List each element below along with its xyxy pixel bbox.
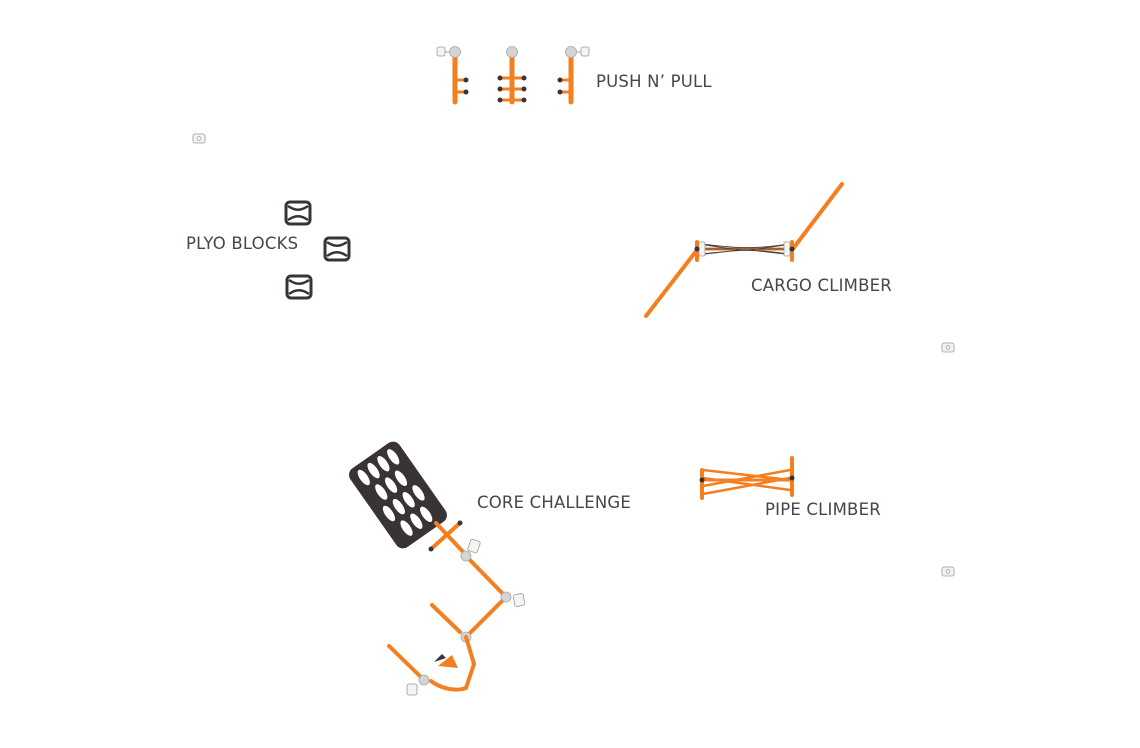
core-challenge-equipment <box>349 441 526 696</box>
pipe-climber-equipment <box>699 456 795 500</box>
plyo-block-3 <box>285 274 313 300</box>
push-n-pull-unit-2 <box>497 46 527 105</box>
sign-marker-2 <box>941 342 955 353</box>
push-n-pull-label: PUSH N’ PULL <box>596 72 712 91</box>
plyo-block-1 <box>284 200 312 226</box>
core-challenge-label: CORE CHALLENGE <box>477 493 632 512</box>
plyo-block-2 <box>323 236 351 262</box>
plyo-blocks-label: PLYO BLOCKS <box>186 234 299 253</box>
push-n-pull-unit-1 <box>436 46 469 105</box>
cargo-climber-equipment <box>644 182 844 318</box>
sign-marker-3 <box>941 566 955 577</box>
plyo-blocks-equipment <box>284 200 351 300</box>
pipe-climber-label: PIPE CLIMBER <box>765 500 881 519</box>
push-n-pull-equipment <box>436 46 590 105</box>
cargo-climber-label: CARGO CLIMBER <box>751 276 892 295</box>
sign-marker-1 <box>192 133 206 144</box>
core-challenge-ramp <box>349 441 447 549</box>
push-n-pull-unit-3 <box>557 46 590 105</box>
